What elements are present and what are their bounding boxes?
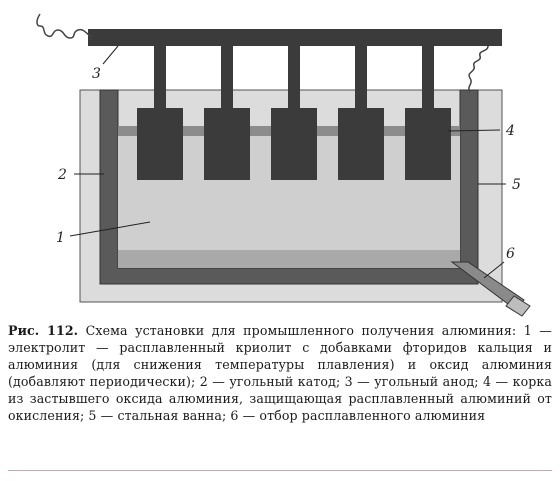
figure-label: Рис. 112.	[8, 323, 79, 338]
callout-2: 2	[57, 167, 67, 183]
callout-1-leader	[69, 221, 151, 237]
carbon-anodes	[137, 46, 451, 180]
callout-1: 1	[56, 230, 65, 246]
anode-lead-wire	[36, 13, 93, 39]
aluminium-cell-diagram: 3 4 2 5 1 6	[36, 13, 531, 317]
callout-5: 5	[512, 177, 521, 193]
callout-4: 4	[505, 123, 515, 139]
anode-busbar	[88, 29, 502, 46]
caption-rule	[8, 470, 552, 471]
molten-aluminium	[118, 250, 460, 268]
callout-4-leader	[447, 129, 501, 132]
callout-3-leader	[102, 45, 119, 65]
callout-3: 3	[92, 66, 101, 82]
cathode-lead-wire	[468, 45, 489, 93]
figure-caption: Рис. 112. Схема установки для промышленн…	[8, 322, 552, 424]
callout-6: 6	[506, 246, 515, 262]
aluminium-outlet-pipe	[450, 261, 531, 317]
callout-6-leader	[483, 261, 505, 279]
figure-caption-text: Схема установки для промышленного получе…	[8, 323, 552, 423]
